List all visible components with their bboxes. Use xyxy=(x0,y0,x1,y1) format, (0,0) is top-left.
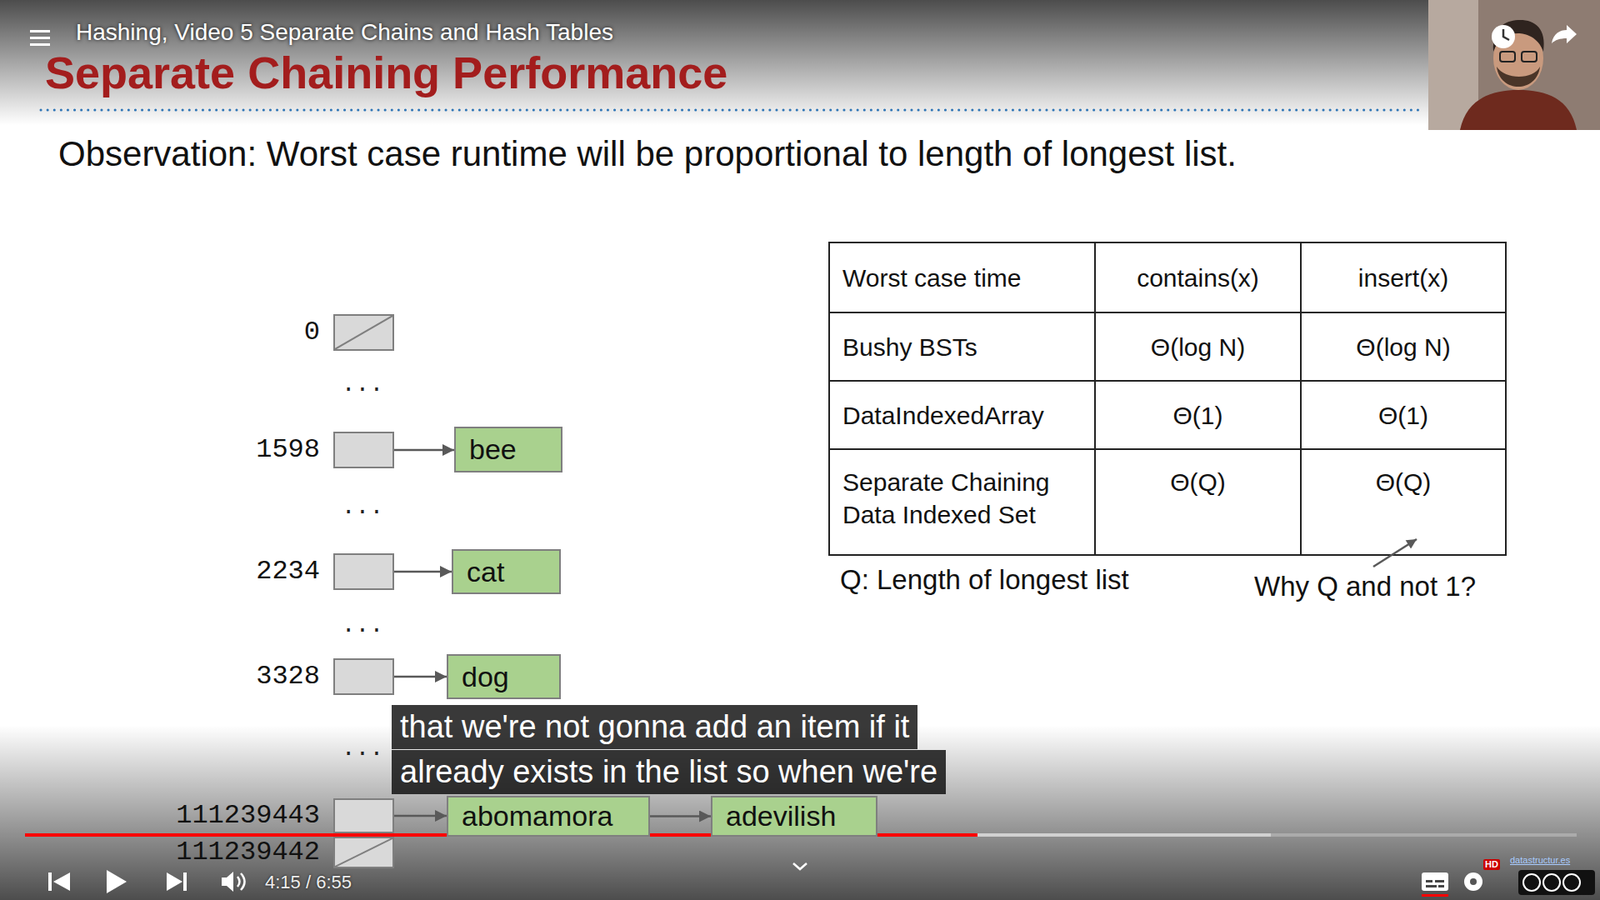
null-slash-line xyxy=(335,838,393,867)
leader-arrow xyxy=(1373,539,1417,567)
table-cell: Θ(1) xyxy=(1095,380,1301,450)
bucket-cell: 3328 xyxy=(333,658,395,695)
bottom-shade xyxy=(0,725,1600,900)
pointer-arrow xyxy=(650,815,711,818)
top-shade xyxy=(0,0,1600,125)
index-label: 2234 xyxy=(255,555,320,588)
null-slash xyxy=(335,838,393,867)
table-cell: Θ(Q) xyxy=(1095,449,1301,555)
index-label: 1598 xyxy=(255,434,320,466)
playlist-icon xyxy=(30,30,50,46)
table-cell: Separate Chaining Data Indexed Set xyxy=(829,449,1095,555)
ellipsis: ... xyxy=(337,735,388,764)
table-cell: Θ(1) xyxy=(1300,380,1506,450)
video-title: Hashing, Video 5 Separate Chains and Has… xyxy=(75,18,614,47)
ellipsis: ... xyxy=(337,370,388,400)
pointer-arrow xyxy=(394,815,447,818)
index-label: 111239443 xyxy=(175,800,320,832)
bucket-cell: 0 xyxy=(333,314,395,351)
table-cell: DataIndexedArray xyxy=(829,380,1095,450)
site-watermark: datastructur.es xyxy=(1510,855,1570,866)
item-text: adevilish xyxy=(725,799,836,834)
dotted-rule xyxy=(40,109,1419,112)
list-node: bee xyxy=(454,426,563,473)
item-text: cat xyxy=(466,555,505,590)
item-text: abomamora xyxy=(461,799,613,834)
item-text: dog xyxy=(461,660,510,695)
subtitle-line: already exists in the list so when we're xyxy=(391,750,946,795)
time-display: 4:15 / 6:55 xyxy=(265,871,352,894)
index-label: 3328 xyxy=(255,660,320,693)
bucket-cell: 111239443 xyxy=(333,798,395,834)
player-controls xyxy=(48,863,1595,897)
observation-text: Observation: Worst case runtime will be … xyxy=(58,133,1559,175)
ellipsis: ... xyxy=(337,493,388,522)
pointer-arrow xyxy=(394,449,455,452)
subtitle-line: that we're not gonna add an item if it xyxy=(391,705,918,750)
table-header: Worst case time xyxy=(829,242,1095,313)
pointer-arrow xyxy=(394,675,447,679)
index-label: 111239442 xyxy=(175,836,320,869)
table-grid xyxy=(829,242,1506,555)
question-note: Why Q and not 1? xyxy=(1254,570,1476,604)
table-cell: Θ(Q) xyxy=(1300,449,1506,555)
bucket-cell: 2234 xyxy=(333,553,395,590)
list-node: adevilish xyxy=(710,795,878,837)
list-node: cat xyxy=(451,549,561,595)
list-node: dog xyxy=(446,654,561,700)
index-label: 0 xyxy=(304,316,320,349)
pointer-arrow xyxy=(394,570,452,574)
webcam-inset xyxy=(1428,0,1600,130)
table-header: contains(x) xyxy=(1095,242,1301,313)
table-cell: Θ(log N) xyxy=(1300,312,1506,381)
table-header: insert(x) xyxy=(1300,242,1506,313)
table-cell: Bushy BSTs xyxy=(829,312,1095,381)
table-note: Q: Length of longest list xyxy=(840,563,1130,597)
table-cell: Θ(log N) xyxy=(1095,312,1301,381)
bucket-cell: 1598 xyxy=(333,431,395,469)
hd-badge: HD xyxy=(1483,859,1500,870)
ellipsis: ... xyxy=(337,611,388,640)
list-node: abomamora xyxy=(446,795,650,837)
item-text: bee xyxy=(469,432,517,467)
slide-title: Separate Chaining Performance xyxy=(45,46,728,99)
null-slash-line xyxy=(335,315,393,350)
null-slash xyxy=(335,315,393,350)
bucket-cell: 111239442 xyxy=(333,836,395,869)
